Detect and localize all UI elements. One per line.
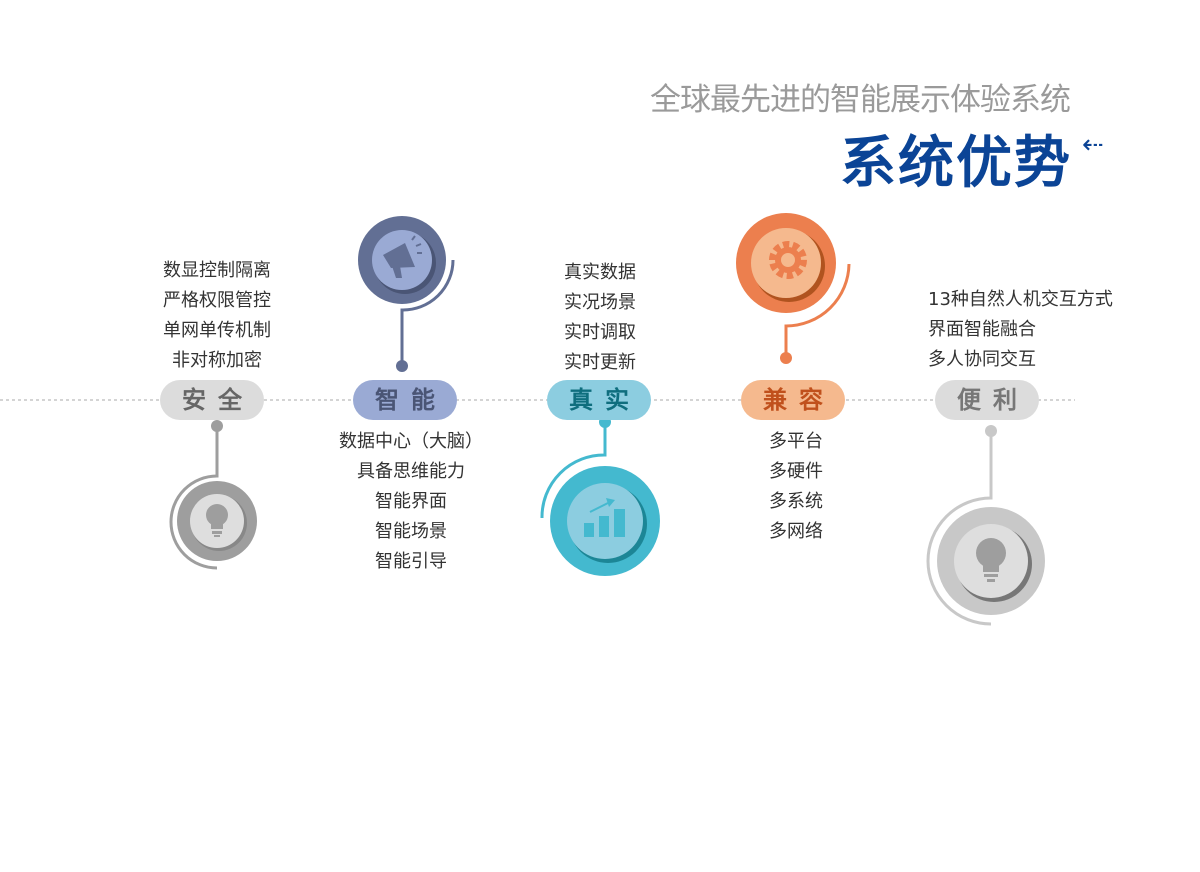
real-graphic [540, 416, 660, 576]
list-item: 具备思维能力 [357, 461, 465, 482]
gear-icon [769, 241, 807, 279]
smart-graphic [358, 216, 455, 372]
pill-security: 安全 [160, 380, 264, 420]
smart-list: 数据中心（大脑） 具备思维能力 智能界面 智能场景 智能引导 [331, 427, 491, 577]
pill-convenience: 便利 [935, 380, 1039, 420]
compat-graphic [736, 213, 851, 364]
list-item: 非对称加密 [172, 350, 262, 371]
real-list: 真实数据 实况场景 实时调取 实时更新 [525, 258, 675, 378]
pill-real: 真实 [547, 380, 651, 420]
convenience-list: 13种自然人机交互方式 界面智能融合 多人协同交互 [928, 285, 1113, 375]
lightbulb-icon [206, 504, 228, 537]
arrow-left-icon: ⇠ [1082, 130, 1104, 160]
list-item: 实时更新 [564, 352, 636, 373]
list-item: 多系统 [769, 491, 823, 512]
list-item: 界面智能融合 [928, 319, 1036, 340]
bar-chart-icon [584, 498, 625, 537]
list-item: 单网单传机制 [163, 320, 271, 341]
pill-smart: 智能 [353, 380, 457, 420]
security-graphic [169, 420, 257, 570]
list-item: 智能界面 [375, 491, 447, 512]
list-item: 数显控制隔离 [163, 260, 271, 281]
list-item: 13种自然人机交互方式 [928, 289, 1113, 310]
list-item: 数据中心（大脑） [339, 431, 483, 452]
compat-list: 多平台 多硬件 多系统 多网络 [721, 427, 871, 547]
list-item: 实况场景 [564, 292, 636, 313]
list-item: 实时调取 [564, 322, 636, 343]
subtitle: 全球最先进的智能展示体验系统 [650, 82, 1071, 118]
lightbulb-icon [976, 538, 1006, 582]
list-item: 严格权限管控 [163, 290, 271, 311]
convenience-graphic [926, 425, 1045, 626]
page-title: 系统优势 [840, 131, 1072, 196]
list-item: 多人协同交互 [928, 349, 1036, 370]
list-item: 智能引导 [375, 551, 447, 572]
pill-compat: 兼容 [741, 380, 845, 420]
list-item: 智能场景 [375, 521, 447, 542]
security-list: 数显控制隔离 严格权限管控 单网单传机制 非对称加密 [142, 256, 292, 376]
list-item: 多网络 [769, 521, 823, 542]
list-item: 多硬件 [769, 461, 823, 482]
list-item: 真实数据 [564, 262, 636, 283]
list-item: 多平台 [769, 431, 823, 452]
megaphone-icon [383, 235, 422, 278]
